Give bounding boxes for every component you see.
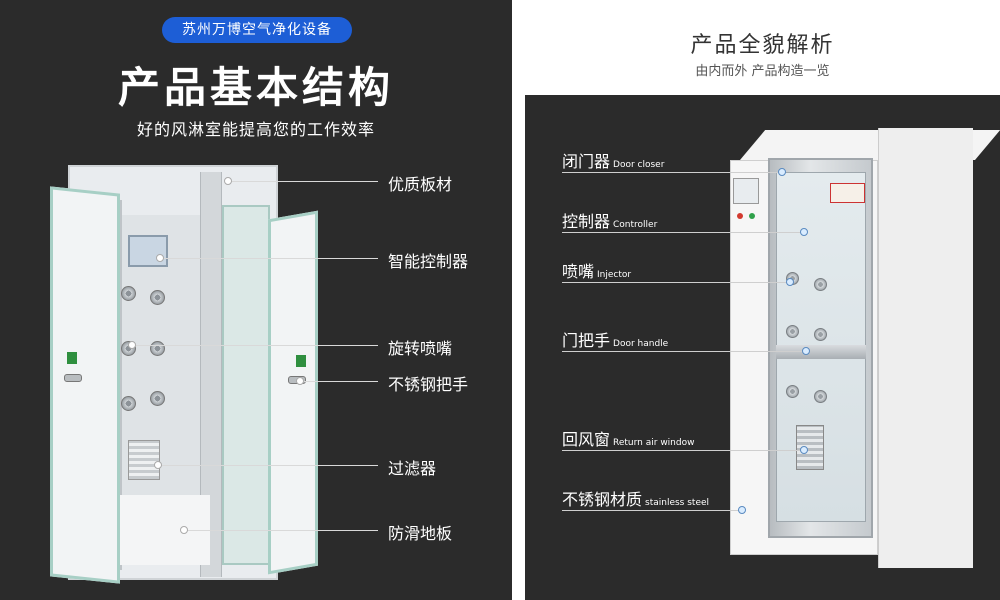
callout-dot <box>738 506 746 514</box>
callout-dot <box>778 168 786 176</box>
nozzle-icon <box>150 290 165 305</box>
nozzle-icon <box>786 325 799 338</box>
warning-sign-icon <box>830 183 865 203</box>
right-subtitle: 由内而外 产品构造一览 <box>695 64 830 79</box>
left-door <box>50 186 120 584</box>
callout-line <box>562 232 804 233</box>
nozzle-icon <box>121 396 136 411</box>
red-led-icon <box>737 213 743 219</box>
cabinet-right-glass <box>222 205 270 565</box>
callout-dot <box>800 446 808 454</box>
callout-line <box>562 450 802 451</box>
right-header <box>525 0 1000 95</box>
callout-dot <box>800 228 808 236</box>
callout-dot <box>156 254 164 262</box>
left-subtitle: 好的风淋室能提高您的工作效率 <box>136 120 375 139</box>
callout-dot <box>180 526 188 534</box>
callout-anti-slip-floor: 防滑地板 <box>388 524 453 543</box>
nozzle-icon <box>150 341 165 356</box>
callout-dot <box>786 278 794 286</box>
nozzle-icon <box>814 390 827 403</box>
cabinet-pillar <box>200 172 222 577</box>
nozzle-icon <box>814 328 827 341</box>
nozzle-icon <box>150 391 165 406</box>
callout-line <box>300 381 378 382</box>
callout-line <box>160 258 378 259</box>
callout-dot <box>128 341 136 349</box>
filter-grille <box>128 440 160 480</box>
callout-dot <box>296 377 304 385</box>
booth-side <box>878 128 973 568</box>
nozzle-icon <box>786 385 799 398</box>
controller-icon <box>128 235 168 267</box>
exit-sign-icon <box>296 355 306 367</box>
callout-rotating-nozzle: 旋转喷嘴 <box>388 339 453 358</box>
callout-line <box>562 510 740 511</box>
green-led-icon <box>749 213 755 219</box>
callout-controller: 智能控制器 <box>388 252 469 271</box>
callout-line <box>228 181 378 182</box>
control-panel <box>733 178 759 204</box>
callout-line <box>562 172 782 173</box>
callout-steel-handle: 不锈钢把手 <box>388 375 469 394</box>
door-handle-bar <box>776 345 866 359</box>
callout-line <box>184 530 378 531</box>
callout-line <box>562 282 788 283</box>
callout-line <box>158 465 378 466</box>
callout-dot <box>802 347 810 355</box>
callout-dot <box>224 177 232 185</box>
left-title: 产品基本结构 <box>117 63 394 112</box>
left-panel: 苏州万博空气净化设备 产品基本结构 好的风淋室能提高您的工作效率 优质板材 智能… <box>0 0 512 600</box>
exit-sign-icon <box>67 352 77 364</box>
right-door <box>268 210 318 575</box>
callout-line <box>132 345 378 346</box>
callout-dot <box>154 461 162 469</box>
brand-badge: 苏州万博空气净化设备 <box>162 17 352 43</box>
nozzle-icon <box>814 278 827 291</box>
door-handle-icon <box>64 374 82 382</box>
panel-divider <box>512 0 525 600</box>
return-air-grille <box>796 425 824 470</box>
callout-line <box>562 351 804 352</box>
callout-filter: 过滤器 <box>388 459 437 478</box>
callout-panel-material: 优质板材 <box>388 175 453 194</box>
nozzle-icon <box>121 286 136 301</box>
right-title: 产品全貌解析 <box>690 33 835 58</box>
